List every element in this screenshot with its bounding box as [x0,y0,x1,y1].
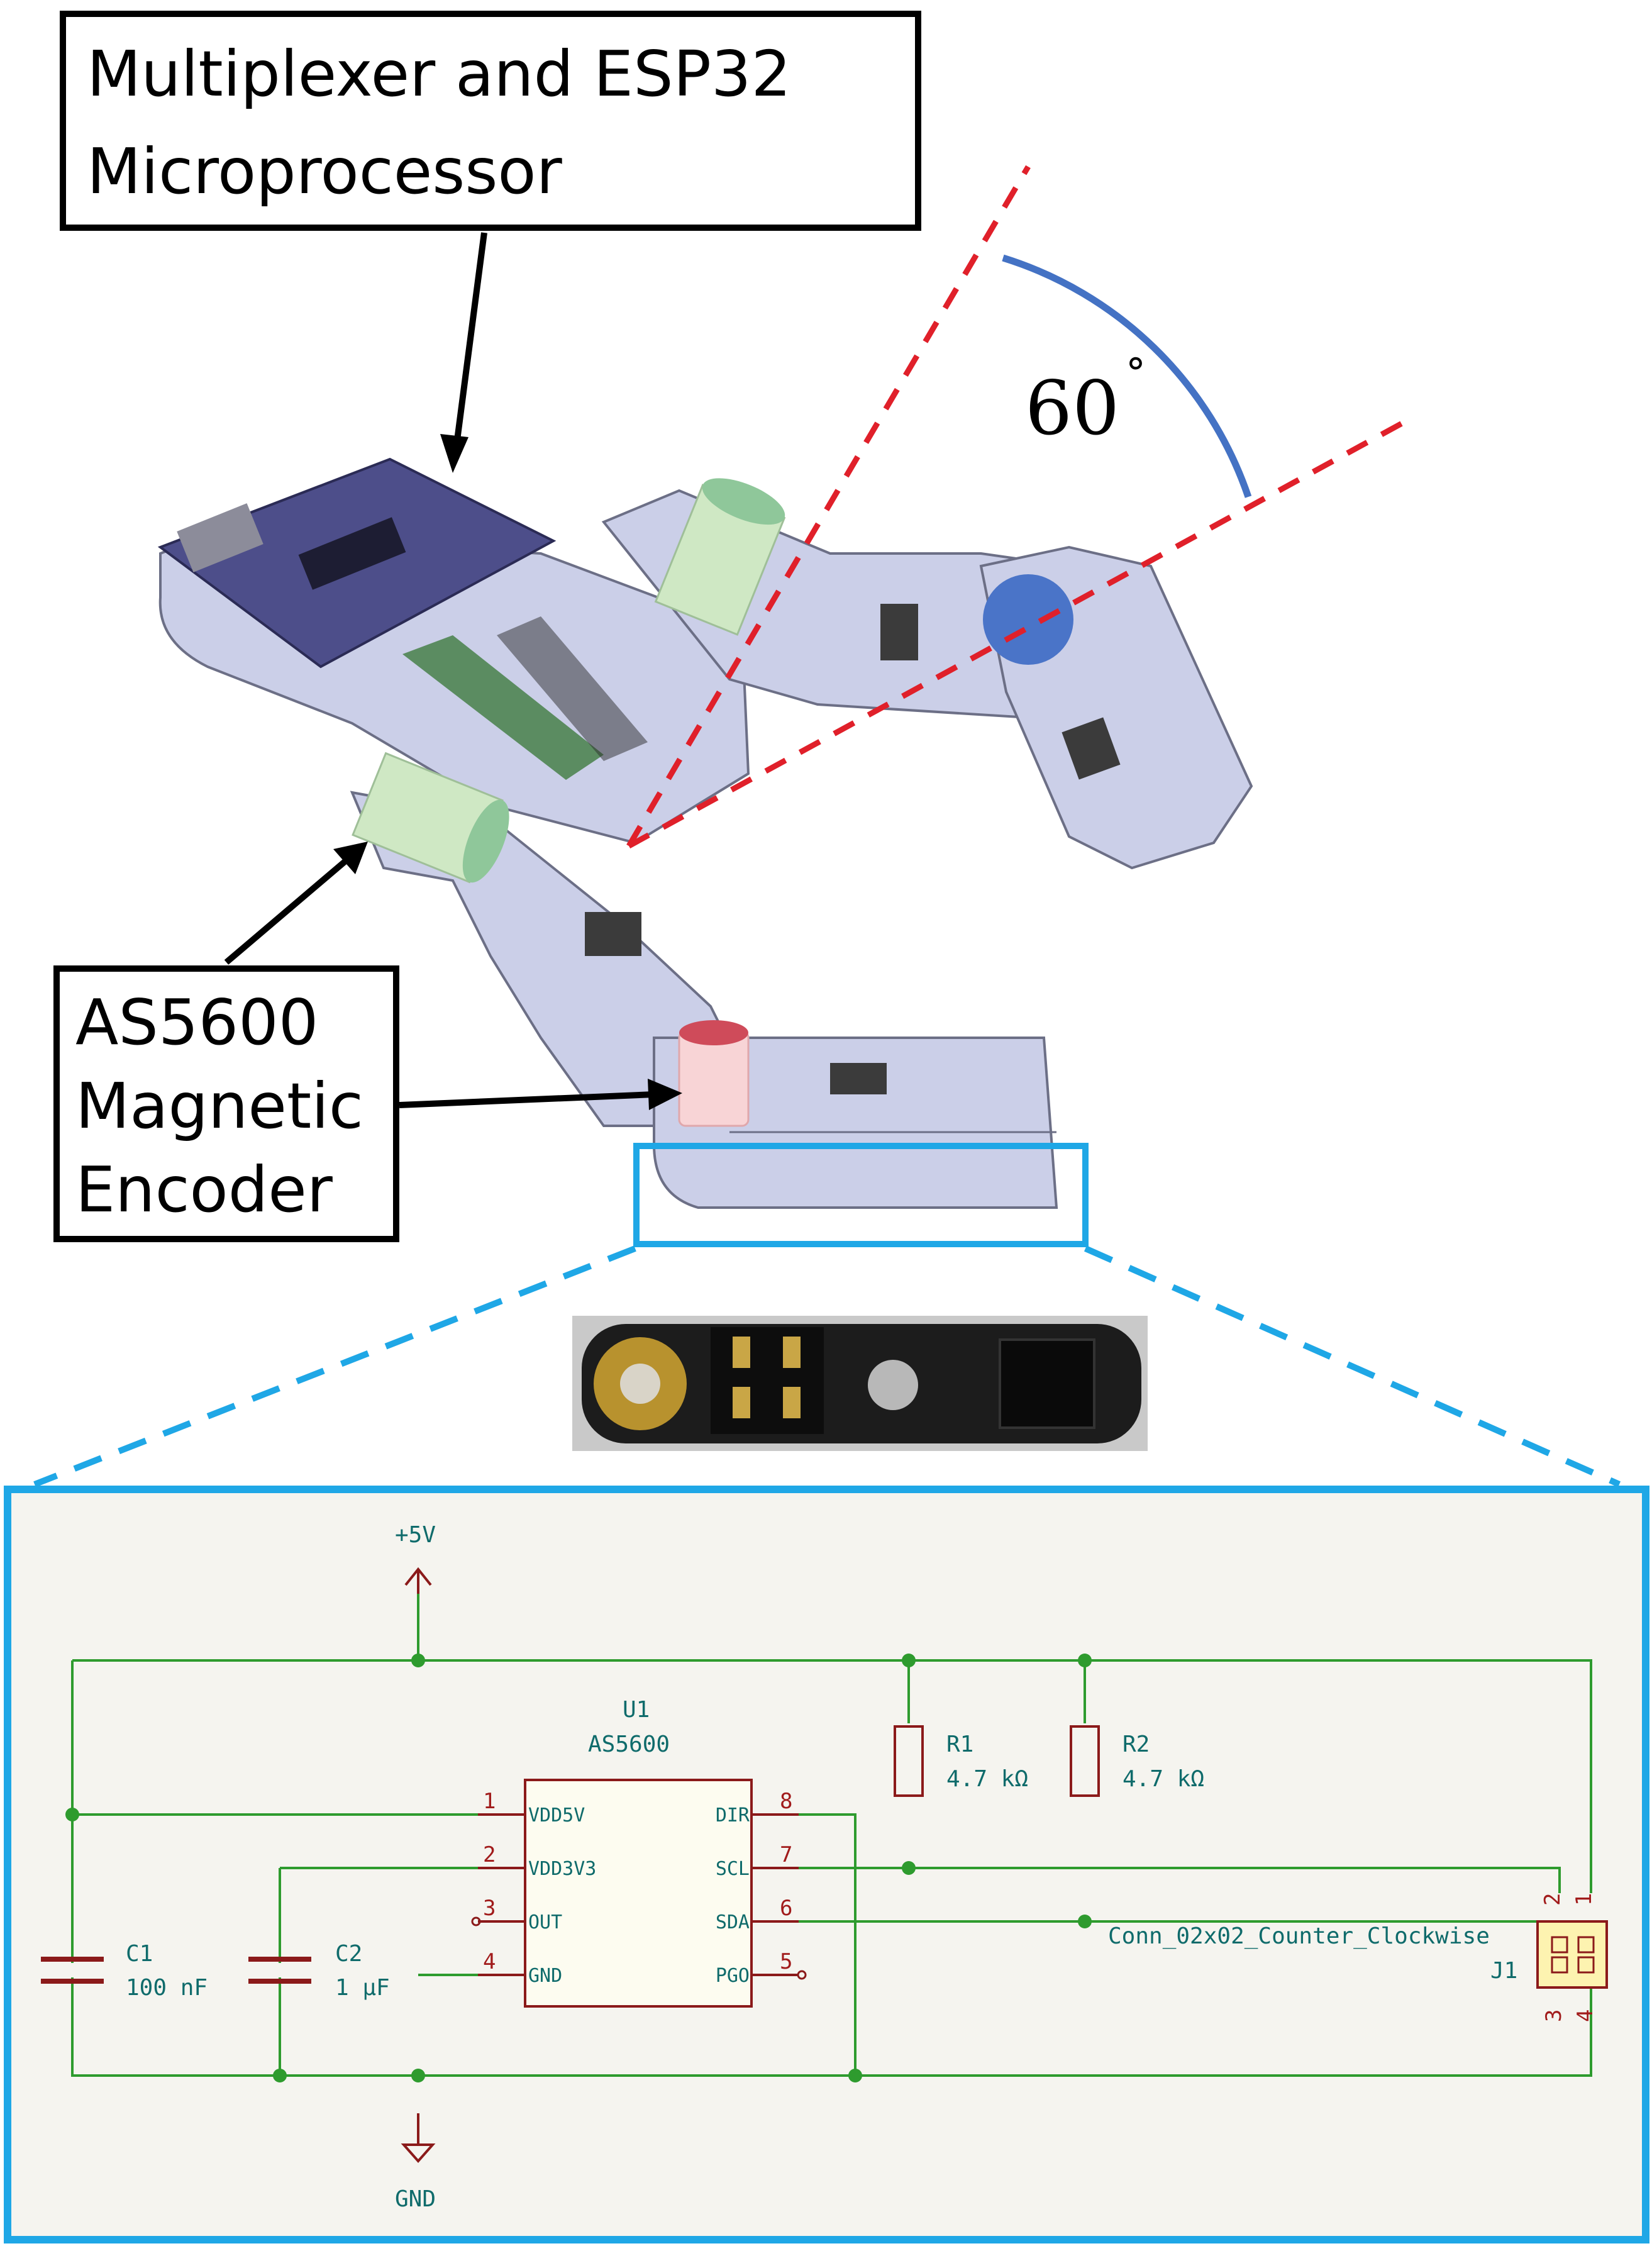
internal-pcb [402,635,604,780]
schematic-frame [4,1486,1649,2243]
pin-2-number: 2 [483,1842,496,1867]
callout-encoder-arrowhead-1 [333,842,368,874]
pin-5-name: PGO [716,1965,750,1987]
callout-encoder-arrow-2 [399,1091,655,1108]
callout-bottom-line3: Encoder [75,1153,333,1226]
zoom-line-right [1084,1245,1621,1487]
esp32-chip [298,517,406,590]
connector-name: Conn_02x02_Counter_Clockwise [1108,1923,1490,1949]
tip-connector [830,1063,887,1094]
pin-2-name: VDD3V3 [528,1858,596,1880]
pin-7-number: 7 [780,1842,792,1867]
callout-top-line1: Multiplexer and ESP32 [87,37,791,111]
ic-ref: U1 [623,1697,650,1723]
callout-bottom-box [53,965,399,1242]
esp32-antenna [177,503,263,572]
pin-6-name: SDA [716,1911,750,1933]
pcb-mount-hole [620,1364,660,1404]
schematic-panel: +5V GND U1 AS5600 1 2 3 4 VDD5V VDD3V3 O… [4,1486,1649,2243]
r2-value: 4.7 kΩ [1123,1766,1204,1792]
ic-left-pin-stubs [478,1813,525,1976]
pin-1-name: VDD5V [528,1804,585,1826]
c1-value: 100 nF [126,1975,208,2001]
pcb-photo [572,1316,1148,1451]
connector-pin-4: 4 [1573,2010,1598,2022]
pcb-encoder-chip [999,1338,1095,1429]
highlight-box [633,1143,1089,1247]
pin-8-name: DIR [716,1804,750,1826]
middle-connector [880,604,918,660]
resistor-r1 [894,1725,924,1797]
c2-value: 1 µF [335,1975,390,2001]
zoom-line-left [33,1245,636,1487]
junction-dots [65,1654,1092,2082]
resistor-r2 [1070,1725,1100,1797]
pcb-magnet [868,1360,918,1410]
connector-pin-2: 2 [1540,1893,1565,1906]
callout-top-box [60,11,921,231]
lower-connector [585,912,641,956]
c1-ref: C1 [126,1941,153,1967]
angle-arc [1002,254,1252,498]
lower-link [350,791,744,1127]
ic-right-pin-stubs [751,1813,799,1976]
callout-bottom-line1: AS5600 [75,986,318,1059]
pcb-header [711,1327,824,1434]
tip-link [653,1037,1058,1209]
callout-bottom-line2: Magnetic [75,1069,363,1143]
power-symbol [404,1567,432,1594]
connector-ref: J1 [1490,1958,1517,1984]
angle-ray-upper [626,165,1031,848]
distal-connector [1062,717,1121,780]
angle-ray-lower [627,419,1407,848]
callout-bottom: AS5600 Magnetic Encoder [53,842,682,1242]
pin-7-name: SCL [716,1858,750,1880]
r1-ref: R1 [946,1732,973,1757]
pin-6-number: 6 [780,1896,792,1921]
connector-j1-body [1536,1920,1608,1989]
connector-pin-3: 3 [1541,2010,1566,2022]
angle-value: 60 [1025,365,1119,452]
capacitor-c2 [248,1957,311,1984]
encoder-green-left [352,752,509,884]
ground-label: GND [395,2186,436,2212]
pin-3-number: 3 [483,1896,496,1921]
internal-pcb-2 [497,616,648,761]
pin-5-number: 5 [780,1949,792,1974]
r2-ref: R2 [1123,1732,1150,1757]
angle-marker: 60 ° [626,165,1407,848]
pin-1-number: 1 [483,1789,496,1814]
encoder-green-top [654,478,786,636]
callout-encoder-arrowhead-2 [648,1079,682,1110]
angle-degree-symbol: ° [1126,350,1146,397]
pin-4-name: GND [528,1965,562,1987]
joint-blue [983,574,1073,665]
pin-4-number: 4 [483,1949,496,1974]
callout-top: Multiplexer and ESP32 Microprocessor [60,11,921,473]
callout-encoder-arrow-1 [224,853,355,965]
power-label: +5V [395,1522,436,1548]
encoder-red [678,1020,750,1127]
callout-top-arrow-line [453,232,487,450]
callout-top-line2: Microprocessor [87,135,563,208]
c2-ref: C2 [335,1941,362,1967]
schematic-wires [71,1594,1592,2077]
robot-finger-illustration [157,457,1253,1209]
r1-value: 4.7 kΩ [946,1766,1028,1792]
callout-top-arrowhead [440,434,468,473]
capacitor-c1 [41,1957,104,1984]
pin-3-name: OUT [528,1911,562,1933]
pin-8-number: 8 [780,1789,792,1814]
ic-u1-body [524,1779,753,2008]
connector-pin-1: 1 [1572,1893,1597,1906]
ic-value: AS5600 [588,1732,670,1757]
